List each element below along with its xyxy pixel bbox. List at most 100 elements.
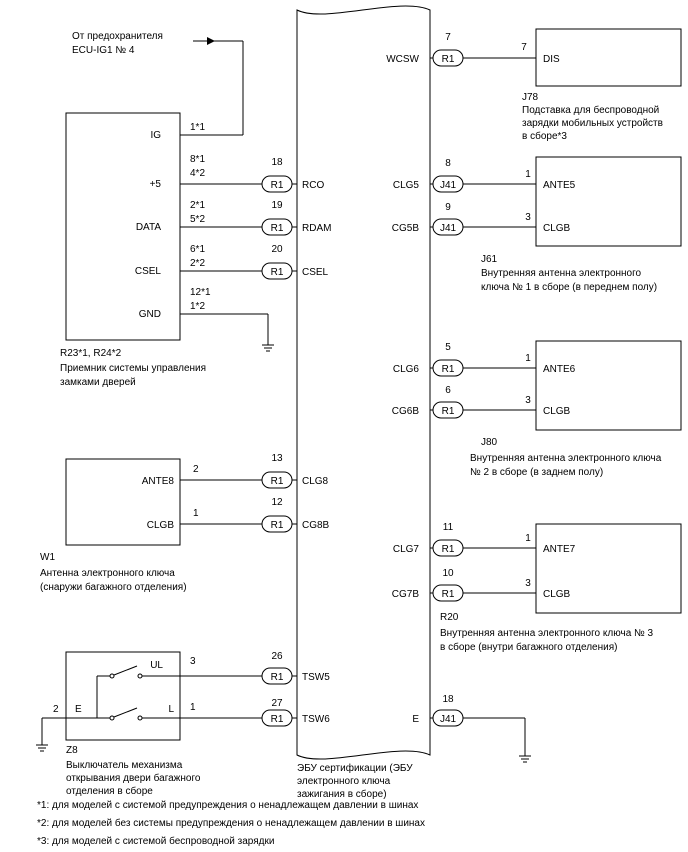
z8-num-e: 2 <box>53 704 59 715</box>
svg-text:R1: R1 <box>271 180 284 191</box>
receiver-num-ig: 1*1 <box>190 122 205 133</box>
svg-text:18: 18 <box>271 157 283 168</box>
svg-text:TSW5: TSW5 <box>302 672 330 683</box>
z8-name-line3: отделения в сборе <box>66 785 153 797</box>
w1-pin-clgb: CLGB <box>147 520 175 531</box>
svg-text:10: 10 <box>442 568 454 579</box>
receiver-num-gnd-b: 1*2 <box>190 301 205 312</box>
ecu-left-pin: 18 R1 RCO <box>261 157 324 193</box>
receiver-num-5v-a: 8*1 <box>190 154 205 165</box>
w1-name-line2: (снаружи багажного отделения) <box>40 581 187 593</box>
r20-name-line1: Внутренняя антенна электронного ключа № … <box>440 628 654 639</box>
arrow-icon <box>207 37 215 45</box>
svg-text:CG6B: CG6B <box>392 406 420 417</box>
j61-num-clgb: 3 <box>525 212 531 223</box>
r20-name-line2: в сборе (внутри багажного отделения) <box>440 641 617 653</box>
ecu-right-pin: CLG6 R1 5 <box>393 342 464 377</box>
receiver-name-line1: Приемник системы управления <box>60 363 206 374</box>
w1-pin-ante8: ANTE8 <box>142 476 175 487</box>
svg-text:9: 9 <box>445 202 451 213</box>
ecu-left-pin: 27 R1 TSW6 <box>261 698 330 727</box>
receiver-num-csel-b: 2*2 <box>190 258 205 269</box>
svg-text:R1: R1 <box>442 406 455 417</box>
r20-code: R20 <box>440 612 459 623</box>
svg-text:TSW6: TSW6 <box>302 714 330 725</box>
footnote: *2: для моделей без системы предупрежден… <box>37 817 425 829</box>
svg-text:5: 5 <box>445 342 451 353</box>
switch-icon <box>42 665 262 721</box>
ecu-name-line1: ЭБУ сертификации (ЭБУ <box>297 762 413 774</box>
receiver-num-5v-b: 4*2 <box>190 168 205 179</box>
svg-text:R1: R1 <box>271 672 284 683</box>
dis-name-line3: в сборе*3 <box>522 130 567 142</box>
dis-pin-num: 7 <box>521 42 527 53</box>
ground-icon <box>519 755 531 763</box>
w1-code: W1 <box>40 552 55 563</box>
z8-name-line1: Выключатель механизма <box>66 760 183 771</box>
j80-code: J80 <box>481 437 498 448</box>
w1-name-line1: Антенна электронного ключа <box>40 568 175 579</box>
svg-text:R1: R1 <box>442 544 455 555</box>
dis-name-line1: Подставка для беспроводной <box>522 104 659 116</box>
footnote: *3: для моделей с системой беспроводной … <box>37 835 274 847</box>
ecu-right-pin: CLG5 J41 8 <box>393 158 464 193</box>
receiver-pin-csel: CSEL <box>135 266 162 277</box>
w1-num-clgb: 1 <box>193 508 199 519</box>
svg-text:CLG7: CLG7 <box>393 544 420 555</box>
fuse-label-line2: ECU-IG1 № 4 <box>72 45 135 56</box>
svg-text:11: 11 <box>443 522 454 533</box>
svg-text:13: 13 <box>271 453 283 464</box>
footnote: *1: для моделей с системой предупреждени… <box>37 800 418 811</box>
receiver-num-csel-a: 6*1 <box>190 244 205 255</box>
dis-pin-label: DIS <box>543 54 560 65</box>
j80-pin-clgb: CLGB <box>543 406 571 417</box>
j61-pin-clgb: CLGB <box>543 223 571 234</box>
w1-box <box>65 458 181 546</box>
j61-pin-ante: ANTE5 <box>543 180 576 191</box>
receiver-num-data-a: 2*1 <box>190 200 205 211</box>
j61-name-line1: Внутренняя антенна электронного <box>481 268 642 279</box>
r20-box <box>535 523 682 614</box>
svg-text:R1: R1 <box>442 589 455 600</box>
ecu-left-pin: 19 R1 RDAM <box>261 200 331 236</box>
svg-text:RCO: RCO <box>302 180 324 191</box>
j61-box <box>535 156 682 247</box>
j80-pin-ante: ANTE6 <box>543 364 576 375</box>
svg-text:R1: R1 <box>442 364 455 375</box>
svg-text:R1: R1 <box>271 714 284 725</box>
ecu-left-pin: 26 R1 TSW5 <box>261 651 330 685</box>
receiver-num-data-b: 5*2 <box>190 214 205 225</box>
svg-text:R1: R1 <box>442 54 455 65</box>
fuse-label-line1: От предохранителя <box>72 31 163 42</box>
ecu-right-pin: CG7B R1 10 <box>392 568 464 602</box>
ecu-right-pin: CG5B J41 9 <box>392 202 464 236</box>
svg-text:27: 27 <box>271 698 283 709</box>
z8-pin-l: L <box>168 704 174 715</box>
svg-text:CLG5: CLG5 <box>393 180 420 191</box>
ground-icon <box>262 344 274 352</box>
svg-text:CLG6: CLG6 <box>393 364 420 375</box>
ecu-left-pin: 13 R1 CLG8 <box>261 453 329 489</box>
j80-num-clgb: 3 <box>525 395 531 406</box>
r20-pin-ante: ANTE7 <box>543 544 576 555</box>
ground-icon <box>36 744 48 752</box>
svg-text:J41: J41 <box>440 223 457 234</box>
ecu-name-line3: зажигания в сборе) <box>297 788 387 800</box>
ecu-left-pin: 12 R1 CG8B <box>261 497 330 533</box>
svg-text:CG5B: CG5B <box>392 223 420 234</box>
receiver-pin-ig: IG <box>150 130 161 141</box>
ecu-body <box>296 5 431 760</box>
z8-pin-e: E <box>75 704 82 715</box>
j80-name-line2: № 2 в сборе (в заднем полу) <box>470 466 603 478</box>
svg-text:26: 26 <box>271 651 283 662</box>
j61-num-ante: 1 <box>525 169 531 180</box>
receiver-name-line2: замками дверей <box>60 377 136 388</box>
ecu-right-pin: CG6B R1 6 <box>392 385 464 419</box>
receiver-num-gnd-a: 12*1 <box>190 287 211 298</box>
svg-text:18: 18 <box>442 694 454 705</box>
svg-text:20: 20 <box>271 244 283 255</box>
svg-text:8: 8 <box>445 158 451 169</box>
z8-name-line2: открывания двери багажного <box>66 772 201 784</box>
j61-code: J61 <box>481 254 498 265</box>
r20-num-clgb: 3 <box>525 578 531 589</box>
